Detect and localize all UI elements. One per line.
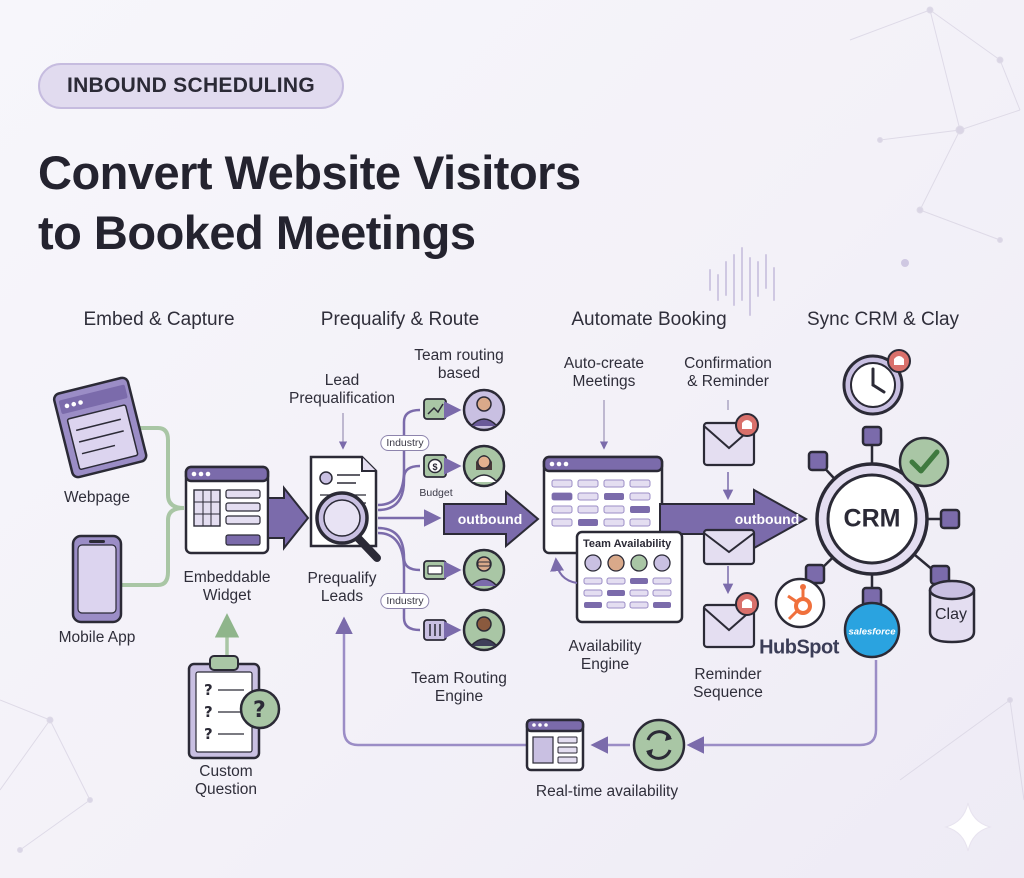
svg-text:?: ?	[253, 698, 266, 723]
label-reminder-line-1: Reminder	[694, 666, 762, 683]
svg-text:?: ?	[204, 725, 213, 743]
webpage-icon	[52, 376, 148, 479]
check-icon	[898, 436, 950, 488]
svg-text:?: ?	[204, 703, 213, 721]
reminder-envelope-icon	[702, 592, 759, 649]
label-team-routing-based-line-2: based	[437, 365, 481, 382]
label-custom-question-line-1: Custom	[199, 763, 253, 780]
label-mobile-app: Mobile App	[58, 629, 136, 646]
custom-question-clipboard-icon: ? ? ? ?	[187, 655, 281, 760]
embeddable-widget-icon	[184, 465, 270, 555]
outbound-arrow-1	[443, 489, 540, 549]
label-webpage: Webpage	[63, 489, 131, 506]
sync-refresh-icon	[632, 718, 686, 772]
label-confirmation-line-1: Confirmation	[684, 355, 772, 372]
decorative-bars	[709, 247, 775, 316]
label-lead-prequal-line-2: Prequalification	[289, 390, 395, 407]
salesforce-logo-icon	[843, 601, 901, 659]
label-team-routing-engine: Team Routing Engine	[411, 670, 507, 706]
label-widget-line-2: Widget	[202, 587, 252, 604]
hubspot-logo-icon	[774, 577, 826, 629]
label-prequalify-line-2: Leads	[320, 588, 364, 605]
label-custom-question-line-2: Question	[194, 781, 258, 798]
label-prequalify-line-1: Prequalify	[307, 570, 377, 587]
routing-branches	[377, 408, 442, 632]
label-availability-line-1: Availability	[568, 638, 642, 655]
team-member-avatar-1	[462, 388, 506, 432]
label-confirmation-reminder: Confirmation & Reminder	[684, 355, 772, 391]
stage-automate-booking: Automate Booking	[571, 309, 727, 330]
confirmation-envelope-icon	[702, 413, 759, 467]
team-availability-title: Team Availability	[583, 538, 672, 550]
team-member-avatar-3	[462, 548, 506, 592]
svg-text:?: ?	[204, 681, 213, 699]
prequalify-magnifier-icon	[309, 455, 381, 562]
sparkle-icon	[944, 802, 992, 852]
label-routing-engine-line-1: Team Routing	[411, 670, 507, 687]
routing-budget-icon	[423, 454, 462, 478]
label-outbound-1: outbound	[457, 511, 523, 527]
tag-industry-bottom: Industry	[380, 593, 430, 609]
mobile-phone-icon	[71, 534, 123, 624]
label-embeddable-widget: Embeddable Widget	[183, 569, 270, 605]
dollar-glyph: $	[432, 462, 438, 472]
scheduling-board-icon	[542, 455, 664, 555]
title-line-1: Convert Website Visitors	[38, 146, 581, 199]
connector-sources-to-widget	[122, 426, 185, 587]
hubspot-wordmark: HubSpot	[759, 636, 839, 659]
clock-icon	[842, 349, 911, 416]
label-confirmation-line-2: & Reminder	[687, 373, 769, 390]
arrow-widget-to-prequal	[267, 485, 310, 551]
label-lead-prequal-line-1: Lead	[324, 372, 360, 389]
clay-database-icon	[928, 579, 976, 644]
title-line-2: to Booked Meetings	[38, 206, 476, 259]
decor-dot	[901, 259, 909, 267]
page-title: Convert Website Visitors to Booked Meeti…	[38, 143, 738, 263]
crm-hub	[804, 425, 961, 608]
label-auto-create-meetings: Auto-create Meetings	[564, 355, 644, 391]
routing-chart-icon	[423, 398, 462, 420]
mail-envelope-icon	[702, 528, 756, 566]
label-reminder-sequence: Reminder Sequence	[693, 666, 763, 702]
label-team-routing-based-line-1: Team routing	[414, 347, 504, 364]
routing-building-icon	[423, 619, 462, 641]
label-custom-question: Custom Question	[195, 763, 257, 799]
label-realtime-availability: Real-time availability	[535, 783, 679, 800]
team-member-avatar-2	[462, 444, 506, 488]
section-badge: INBOUND SCHEDULING	[38, 63, 344, 109]
label-reminder-line-2: Sequence	[693, 684, 763, 701]
stage-sync-crm-clay: Sync CRM & Clay	[806, 309, 960, 330]
availability-loop-arrow	[550, 557, 578, 584]
decorative-network	[0, 6, 1024, 853]
crm-label: CRM	[843, 504, 901, 533]
label-availability-engine: Availability Engine	[569, 638, 642, 674]
realtime-window-icon	[525, 718, 585, 772]
label-outbound-2: outbound	[734, 511, 800, 527]
feedback-loop-line	[686, 660, 878, 754]
tag-budget: Budget	[419, 487, 453, 499]
return-to-prequal-line	[335, 616, 527, 747]
label-widget-line-1: Embeddable	[183, 569, 271, 586]
tag-industry-top: Industry	[380, 435, 430, 451]
salesforce-wordmark: salesforce	[848, 626, 896, 638]
team-availability-card	[575, 530, 684, 624]
label-team-routing-based: Team routing based	[414, 347, 504, 383]
team-member-avatar-4	[462, 608, 506, 652]
stage-embed-capture: Embed & Capture	[83, 309, 235, 330]
clay-label: Clay	[934, 606, 968, 623]
label-auto-create-line-2: Meetings	[572, 373, 636, 390]
routing-card-icon	[423, 560, 462, 580]
stage-prequalify-route: Prequalify & Route	[320, 309, 480, 330]
label-routing-engine-line-2: Engine	[434, 688, 484, 705]
label-availability-line-2: Engine	[580, 656, 630, 673]
label-auto-create-line-1: Auto-create	[563, 355, 645, 372]
label-lead-prequalification: Lead Prequalification	[289, 372, 395, 408]
label-prequalify-leads: Prequalify Leads	[308, 570, 377, 606]
